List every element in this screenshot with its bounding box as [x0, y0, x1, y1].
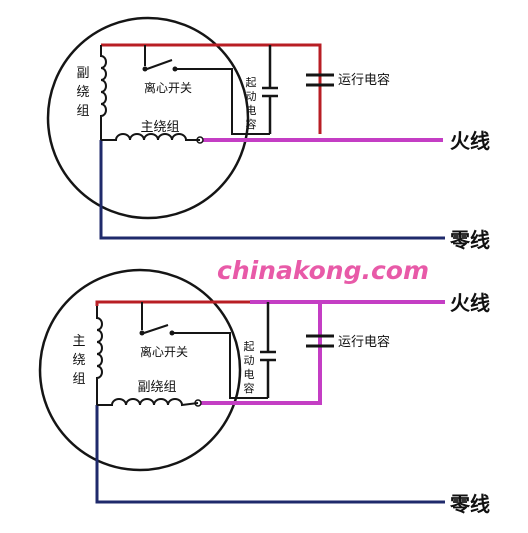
bottom-start-cap-label-1: 起 — [244, 340, 255, 353]
bottom-aux-feed-wire — [198, 302, 322, 405]
bottom-run-cap-label: 运行电容 — [338, 334, 390, 350]
bottom-start-cap-label-4: 容 — [244, 381, 255, 395]
top-start-cap-label-2: 动 — [246, 90, 257, 103]
bottom-aux-winding-coil — [97, 398, 199, 407]
top-run-cap-label: 运行电容 — [338, 72, 390, 88]
bottom-switch-contact-a — [139, 330, 145, 336]
bottom-switch-label: 离心开关 — [140, 344, 188, 359]
top-start-cap-label-1: 起 — [246, 76, 257, 89]
bottom-main-winding-coil — [96, 306, 103, 405]
top-start-cap-label-3: 电 — [246, 104, 257, 117]
bottom-main-label-3: 组 — [72, 372, 85, 387]
top-switch-contact-a — [142, 66, 148, 72]
top-live-label: 火线 — [450, 129, 490, 153]
bottom-switch-blade — [143, 324, 169, 334]
bottom-run-capacitor — [306, 334, 334, 348]
top-switch-label: 离心开关 — [144, 80, 192, 95]
top-aux-label-2: 绕 — [76, 85, 89, 100]
top-aux-label-1: 副 — [76, 66, 89, 81]
bottom-start-cap-label-2: 动 — [244, 354, 255, 367]
bottom-start-branch-wire — [174, 332, 268, 399]
watermark-text: chinakong.com — [217, 256, 429, 285]
bottom-aux-winding-label: 副绕组 — [137, 380, 176, 395]
top-start-capacitor — [262, 45, 278, 134]
bottom-neutral-label: 零线 — [449, 492, 490, 516]
bottom-start-capacitor — [260, 302, 276, 398]
top-motor-circle — [46, 16, 250, 220]
top-start-branch-wire — [177, 68, 270, 135]
top-aux-winding-coil — [100, 45, 107, 140]
bottom-diagram: 主 绕 组 副绕组 离心开关 起 动 电 容 运行电容 火线 零线 — [38, 268, 490, 516]
top-main-winding-label: 主绕组 — [140, 120, 179, 135]
bottom-neutral-wire — [95, 405, 445, 504]
top-main-winding-coil — [101, 133, 200, 141]
top-start-cap-label-4: 容 — [246, 117, 257, 131]
top-neutral-label: 零线 — [449, 228, 490, 252]
top-switch-blade — [146, 59, 173, 70]
top-run-capacitor — [306, 73, 334, 87]
bottom-main-label-2: 绕 — [72, 353, 85, 368]
bottom-switch-contact-b — [169, 330, 175, 336]
bottom-main-label-1: 主 — [72, 334, 85, 349]
top-diagram: 副 绕 组 主绕组 离心开关 起 动 电 容 运行电容 火线 零线 — [46, 16, 490, 252]
top-switch-contact-b — [172, 66, 178, 72]
top-live-red-wire — [101, 43, 322, 134]
top-neutral-wire — [99, 140, 445, 240]
top-aux-label-3: 组 — [76, 104, 89, 119]
bottom-live-label: 火线 — [450, 291, 490, 315]
bottom-motor-circle — [38, 268, 242, 472]
bottom-start-cap-label-3: 电 — [244, 368, 255, 381]
